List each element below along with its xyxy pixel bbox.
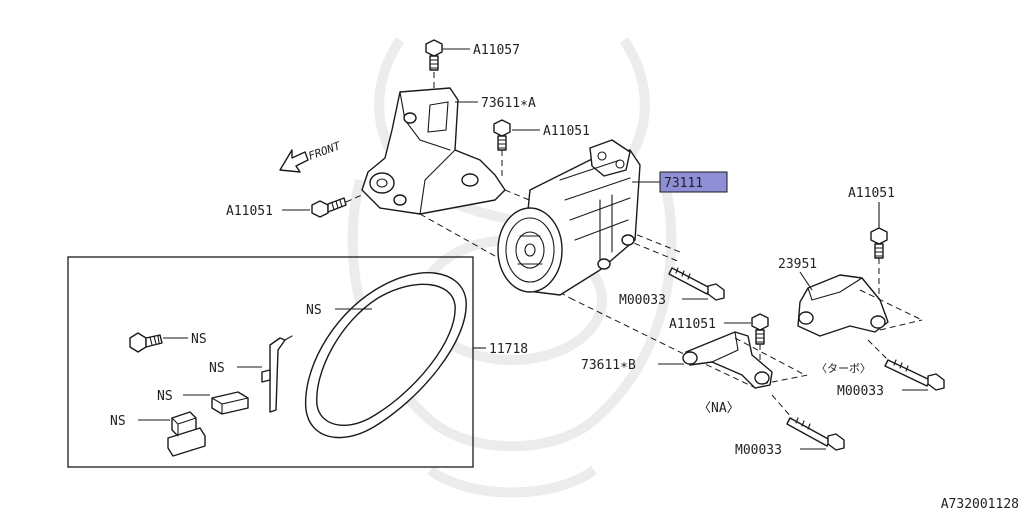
ac-compressor (497, 139, 641, 296)
na-note: 〈NA〉 (698, 401, 740, 416)
clip-ns (211, 391, 249, 415)
callout-m00033-3: M00033 (735, 443, 782, 458)
callout-m00033-1: M00033 (619, 293, 666, 308)
bolt-a11051-right (870, 227, 888, 259)
bolt-a11051-lower (751, 313, 769, 345)
callout-ns-clip: NS (157, 389, 173, 404)
figure-id: A732001128 (941, 497, 1019, 512)
bolt-a11057 (425, 39, 443, 71)
callout-a11051-left: A11051 (226, 204, 273, 219)
bracket-73611a (361, 87, 506, 215)
small-bolt-ns (129, 332, 163, 353)
callout-73611b: 73611∗B (581, 358, 636, 373)
callout-73111: 73111 (664, 176, 703, 191)
turbo-note: 〈ターボ〉 (816, 362, 871, 375)
thin-bracket-ns (261, 335, 293, 413)
clamp-ns (167, 411, 206, 457)
callout-ns-bracket: NS (209, 361, 225, 376)
callout-a11051-mid: A11051 (543, 124, 590, 139)
callout-11718: 11718 (489, 342, 528, 357)
bracket-23951 (797, 274, 889, 337)
callout-ns-bolt: NS (191, 332, 207, 347)
front-label: FRONT (307, 139, 344, 163)
long-bolt-m00033-1 (668, 267, 725, 301)
callout-ns-belt: NS (306, 303, 322, 318)
long-bolt-m00033-3 (786, 417, 845, 451)
callout-73611a: 73611∗A (481, 96, 536, 111)
bolt-a11051-mid (493, 119, 511, 151)
callout-a11051-right: A11051 (848, 186, 895, 201)
callout-m00033-2: M00033 (837, 384, 884, 399)
callout-a11057: A11057 (473, 43, 520, 58)
bolt-a11051-left (311, 197, 347, 218)
callout-ns-clamp: NS (110, 414, 126, 429)
belt-kit-frame (67, 256, 474, 468)
front-arrow (279, 149, 309, 173)
v-belt (304, 272, 467, 439)
callout-23951: 23951 (778, 257, 817, 272)
callout-a11051-lower: A11051 (669, 317, 716, 332)
long-bolt-m00033-2 (884, 359, 945, 391)
bracket-73611b (682, 331, 773, 389)
